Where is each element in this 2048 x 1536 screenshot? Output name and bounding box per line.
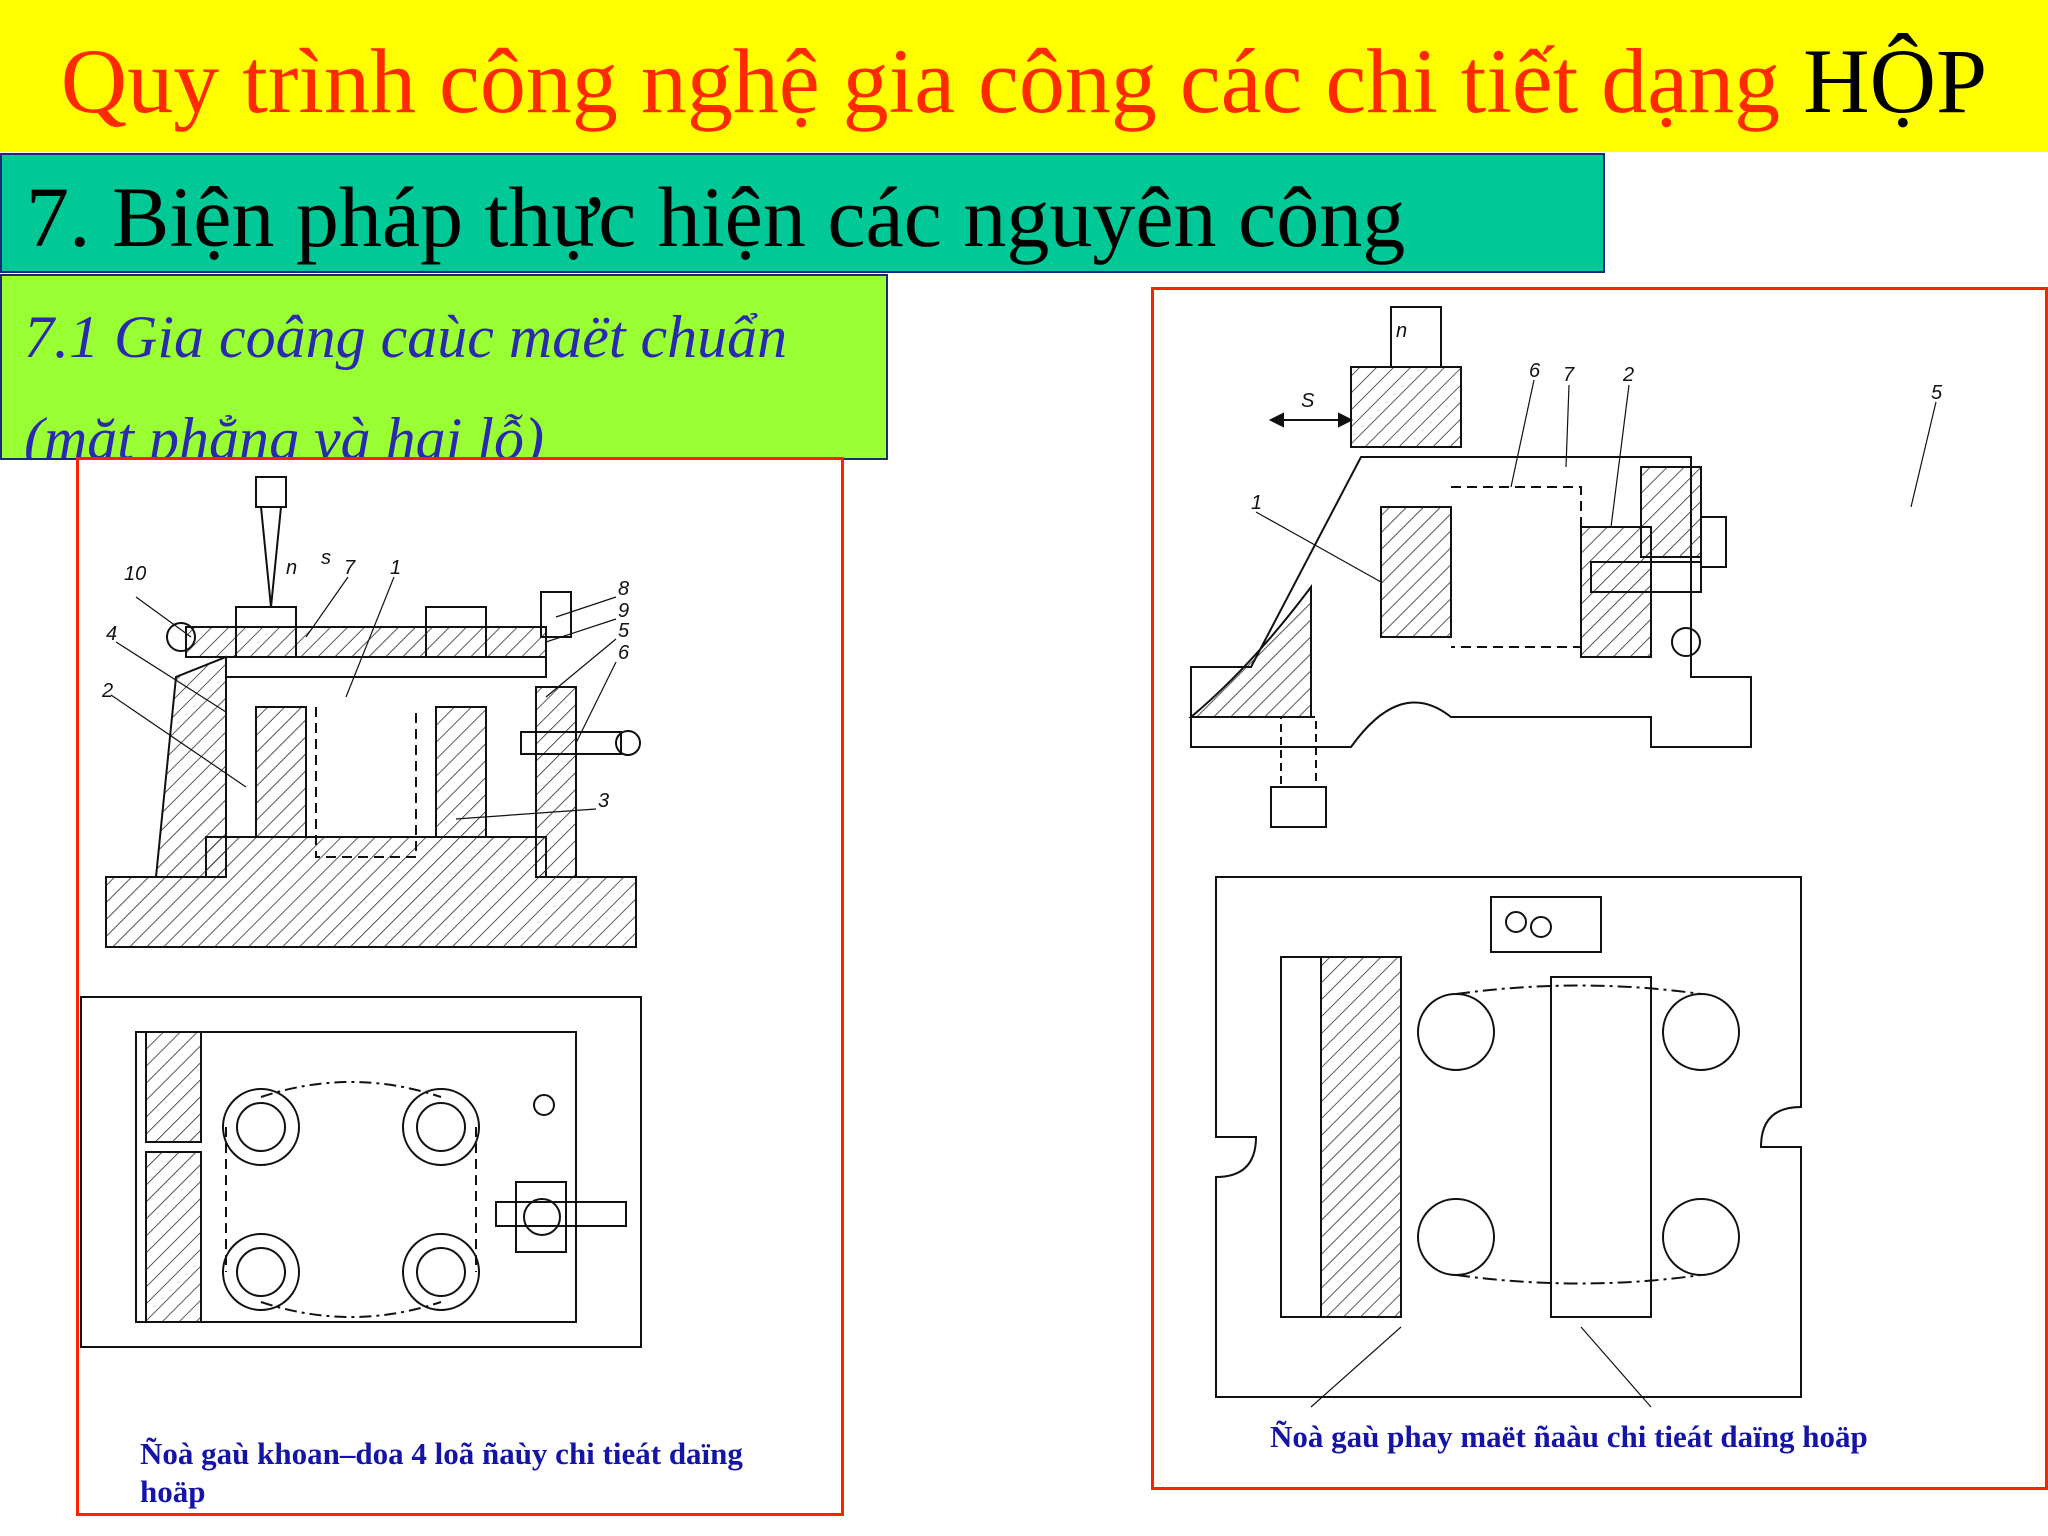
right-label-n: n (1396, 320, 1407, 342)
right-label-2: 2 (1622, 364, 1634, 386)
left-label-5: 5 (618, 620, 630, 642)
left-label-6: 6 (618, 642, 630, 664)
left-label-3: 3 (598, 790, 609, 812)
left-label-s: s (321, 547, 331, 569)
left-label-10: 10 (124, 563, 146, 585)
slide-title-main: Quy trình công nghệ gia công các chi tiế… (60, 30, 1781, 132)
milling-fixture-drawing: n S 6 7 2 5 1 (1188, 306, 1943, 1408)
left-label-4: 4 (106, 623, 117, 645)
right-label-7: 7 (1563, 364, 1575, 386)
left-label-8: 8 (618, 578, 629, 600)
section-heading: 7. Biện pháp thực hiện các nguyên công (26, 169, 1406, 265)
right-label-S: S (1301, 390, 1315, 412)
left-label-7: 7 (344, 557, 356, 579)
left-label-1: 1 (390, 557, 401, 579)
drilling-fixture-drawing: 10 4 2 7 1 8 9 5 6 3 n s (80, 476, 642, 1348)
right-figure-panel (1151, 287, 2048, 1490)
left-label-n: n (286, 557, 297, 579)
left-label-2: 2 (101, 680, 113, 702)
right-label-6: 6 (1529, 360, 1541, 382)
slide-title-accent: HỘP (1803, 30, 1988, 132)
subsection-heading-bar: 7.1 Gia coâng caùc maët chuẩn (mặt phẳng… (0, 274, 888, 460)
subsection-heading-line1: 7.1 Gia coâng caùc maët chuẩn (24, 304, 788, 370)
right-label-1: 1 (1251, 492, 1262, 514)
section-heading-bar: 7. Biện pháp thực hiện các nguyên công (0, 153, 1605, 273)
subsection-heading-line2: (mặt phẳng và hai lỗ) (24, 406, 544, 460)
left-figure-caption: Ñoà gaù khoan–doa 4 loã ñaùy chi tieát d… (140, 1436, 743, 1509)
right-figure-caption: Ñoà gaù phay maët ñaàu chi tieát daïng h… (1270, 1419, 1868, 1454)
title-banner (0, 0, 2048, 152)
left-label-9: 9 (618, 600, 629, 622)
slide-title: Quy trình công nghệ gia công các chi tiế… (0, 26, 2048, 136)
right-label-5: 5 (1931, 382, 1943, 404)
